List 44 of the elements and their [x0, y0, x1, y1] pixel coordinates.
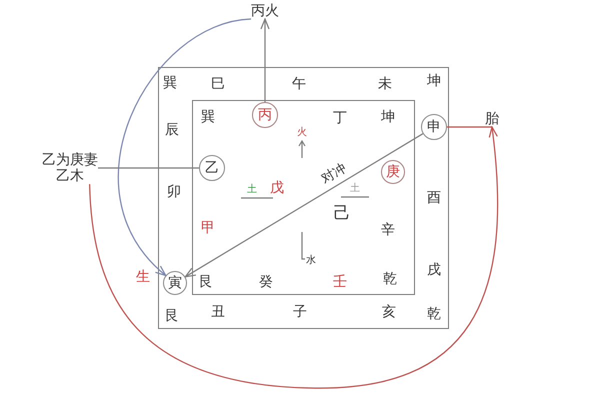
character-label: 辰 [165, 123, 179, 137]
connector-arrow [184, 133, 424, 278]
node-label: 丙火 [251, 2, 279, 20]
note-label: 土 [350, 184, 360, 194]
circle-node: 寅 [163, 271, 187, 295]
character-label: 癸 [259, 275, 273, 289]
character-label: 巳 [211, 77, 225, 91]
note-label: 火 [297, 128, 307, 138]
curved-arrow [118, 18, 252, 276]
character-label: 亥 [382, 305, 396, 319]
note-label: 水 [306, 256, 316, 266]
annotation-label: 生 [136, 270, 150, 284]
character-label: 坤 [427, 74, 441, 88]
character-label: 戊 [270, 181, 284, 195]
node-label: 胎 [485, 110, 499, 128]
character-label: 艮 [199, 275, 213, 289]
character-label: 乾 [427, 307, 441, 321]
circle-node: 丙 [252, 102, 278, 128]
circle-node: 庚 [381, 160, 405, 184]
note-label: 土 [247, 185, 257, 195]
node-label: 乙为庚妻 乙木 [42, 152, 98, 184]
character-label: 艮 [165, 309, 179, 323]
character-label: 巽 [201, 110, 215, 124]
character-label: 巽 [163, 76, 177, 90]
character-label: 丁 [333, 111, 347, 125]
character-label: 壬 [333, 275, 347, 289]
connector-line [98, 167, 199, 169]
connector-arrow [260, 18, 270, 102]
curved-arrow [89, 126, 498, 389]
character-label: 午 [292, 77, 306, 91]
character-label: 子 [293, 305, 307, 319]
character-label: 己 [334, 206, 350, 222]
character-label: 卯 [167, 185, 181, 199]
character-label: 丑 [211, 305, 225, 319]
character-label: 辛 [381, 223, 395, 237]
character-label: 未 [378, 77, 392, 91]
circle-node: 申 [421, 114, 447, 140]
character-label: 酉 [427, 191, 441, 205]
circle-node: 乙 [199, 155, 225, 181]
character-label: 戌 [427, 263, 441, 277]
character-label: 甲 [201, 221, 215, 235]
character-label: 坤 [381, 110, 395, 124]
character-label: 乾 [383, 272, 397, 286]
connector-line [447, 126, 492, 128]
